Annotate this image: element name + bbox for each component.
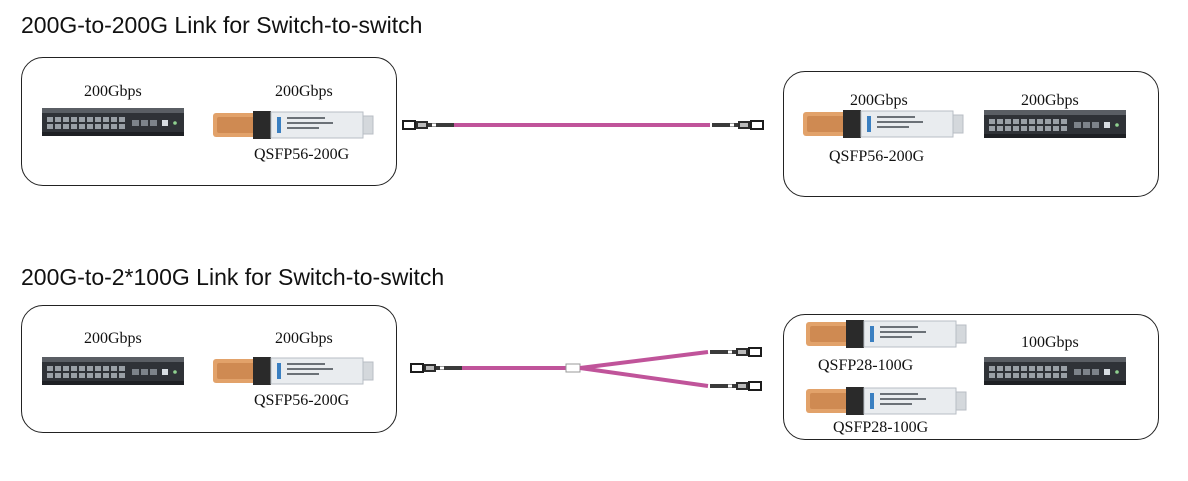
diagram2-right-module-name-top: QSFP28-100G <box>818 357 914 374</box>
diagram2-breakout-cable <box>410 347 762 391</box>
diagram2-left-switch-speed: 200Gbps <box>84 330 142 347</box>
diagram2-left-switch <box>42 357 184 385</box>
diagram1-cable <box>402 120 764 130</box>
diagram2-right-switch <box>984 357 1126 385</box>
diagram1-title: 200G-to-200G Link for Switch-to-switch <box>21 12 423 38</box>
diagram1-right-module <box>802 109 964 139</box>
diagram2-left-module-name: QSFP56-200G <box>254 392 350 409</box>
diagram2-left-module <box>212 356 374 386</box>
diagram1-right-module-name: QSFP56-200G <box>829 148 925 165</box>
diagram1-left-switch-speed: 200Gbps <box>84 83 142 100</box>
diagram1-left-switch <box>42 108 184 136</box>
diagram2-right-module-name-bottom: QSFP28-100G <box>833 419 929 436</box>
diagram1-right-module-speed: 200Gbps <box>850 92 908 109</box>
diagram1-left-module-name: QSFP56-200G <box>254 146 350 163</box>
diagram1-left-module <box>212 110 374 140</box>
diagram2-right-module-bottom <box>805 386 967 416</box>
diagram1-left-module-speed: 200Gbps <box>275 83 333 100</box>
diagram1-right-switch <box>984 110 1126 138</box>
diagram2-title: 200G-to-2*100G Link for Switch-to-switch <box>21 264 445 290</box>
diagram1-right-switch-speed: 200Gbps <box>1021 92 1079 109</box>
diagram2-left-module-speed: 200Gbps <box>275 330 333 347</box>
diagram2-right-module-top <box>805 319 967 349</box>
diagram2-right-switch-speed: 100Gbps <box>1021 334 1079 351</box>
